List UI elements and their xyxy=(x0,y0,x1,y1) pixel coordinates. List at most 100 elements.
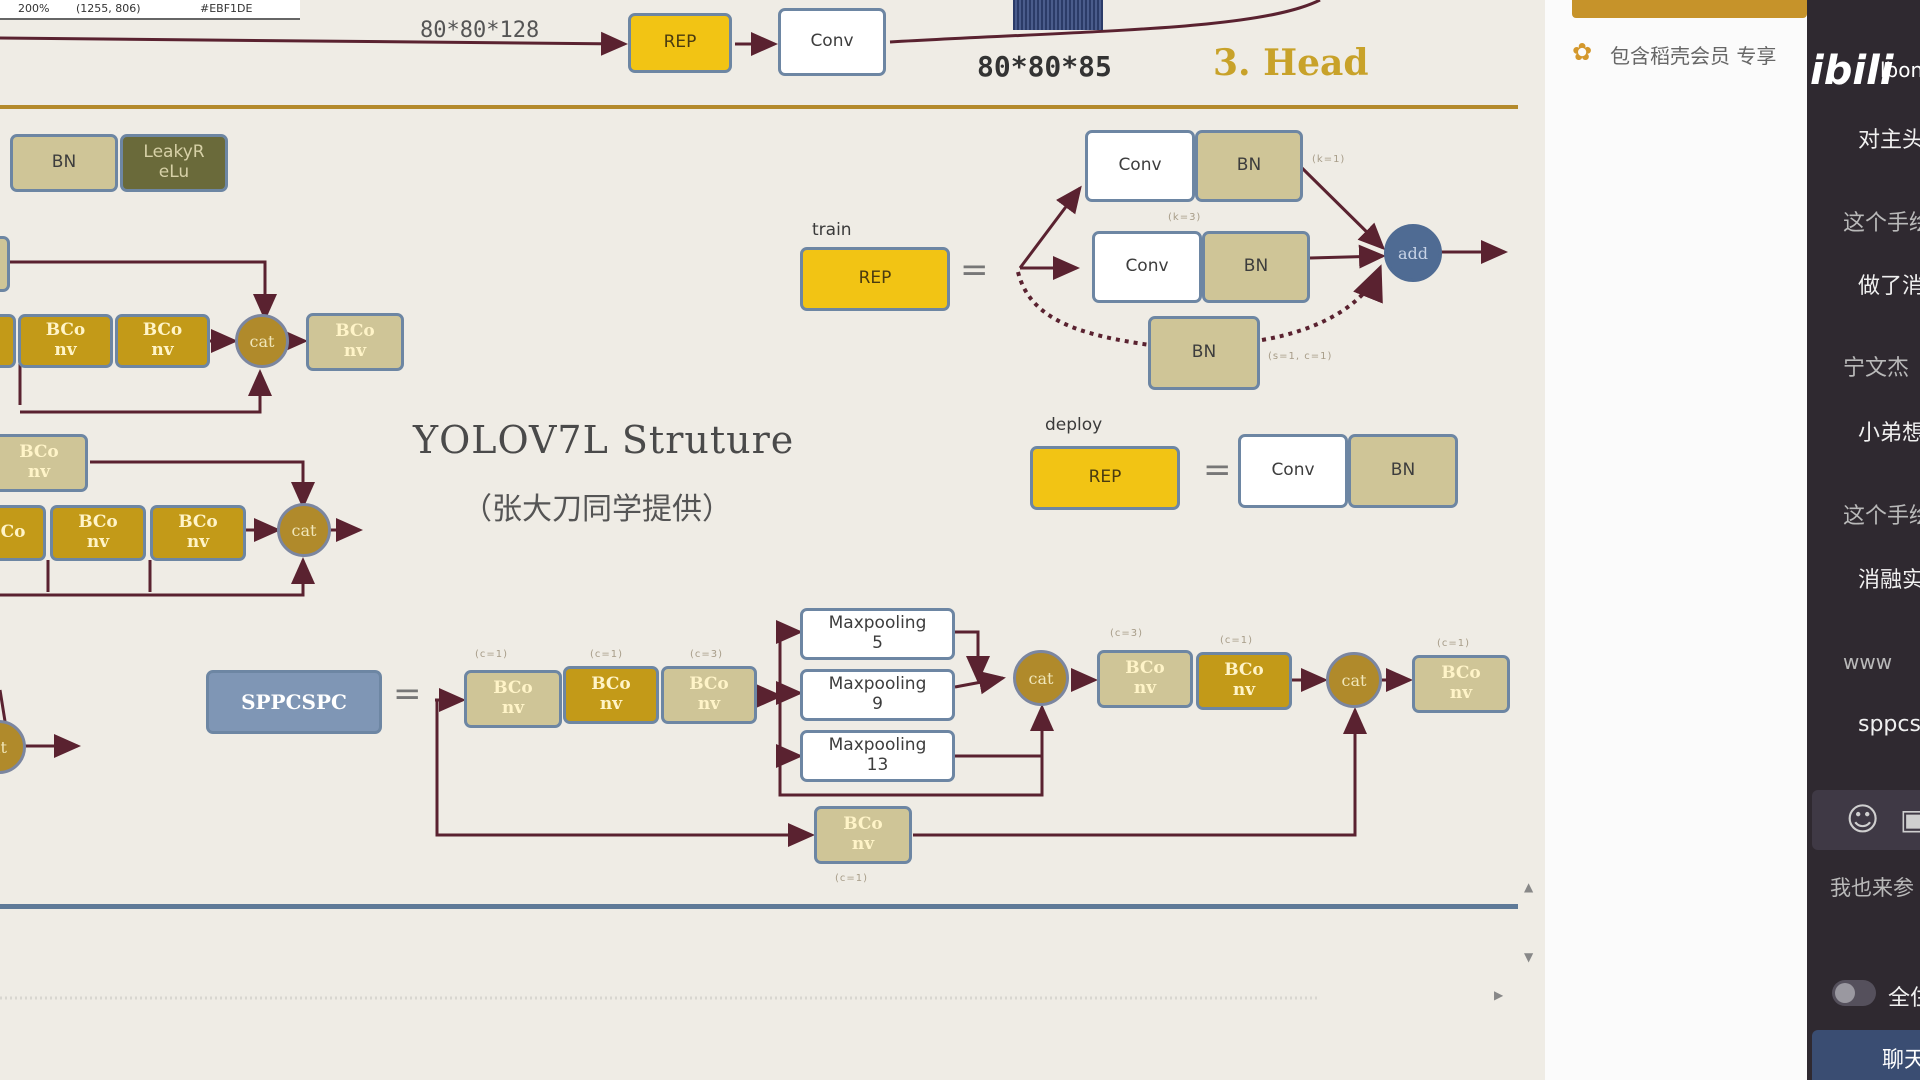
bconv-label-top: BCo xyxy=(45,320,86,341)
bconv-label-top: BCo xyxy=(843,814,883,835)
bconv-label-top: BCo xyxy=(1224,660,1264,681)
maxpool-label: Maxpooling xyxy=(828,674,927,695)
maxpool-kernel: 9 xyxy=(872,694,883,714)
image-icon[interactable]: ▣ xyxy=(1900,803,1920,836)
note-k1: (k=1) xyxy=(1312,154,1346,165)
note-c3: (c=3) xyxy=(1110,628,1144,639)
bconv-label-bottom: nv xyxy=(851,834,875,854)
deploy-label: deploy xyxy=(1045,415,1103,435)
bilibili-logo: ibili xyxy=(1810,48,1894,94)
scroll-down-icon[interactable]: ▼ xyxy=(1524,950,1534,964)
bconv-label-bottom: nv xyxy=(27,462,51,482)
bconv-label-bottom: nv xyxy=(86,532,110,552)
conv-box: Conv xyxy=(1085,130,1195,202)
cat-node: cat xyxy=(1326,652,1382,708)
deploy-equals: = xyxy=(1203,450,1232,490)
note-c1: (c=1) xyxy=(835,873,869,884)
head-section-title: 3. Head xyxy=(1213,42,1369,84)
bconv-label-bottom: nv xyxy=(54,340,77,360)
document-margin xyxy=(1545,0,1807,1080)
chat-button-label: 聊天 xyxy=(1882,1048,1920,1073)
bconv-label-top: BCo xyxy=(178,512,218,533)
note-c1: (c=1) xyxy=(1437,638,1471,649)
chat-message: sppcs xyxy=(1858,712,1920,737)
sppcspc-equals: = xyxy=(393,674,422,714)
vip-leaf-icon: ✿ xyxy=(1572,38,1593,66)
leaky-relu-line1: LeakyR xyxy=(143,142,205,163)
bconv-label-bottom: nv xyxy=(697,694,721,714)
bn-box: BN xyxy=(1202,231,1310,303)
bn-box-legend: BN xyxy=(10,134,118,192)
bconv-fragment xyxy=(0,314,16,368)
upgrade-banner[interactable] xyxy=(1572,0,1807,18)
partial-box-left xyxy=(0,236,10,292)
deploy-rep-box: REP xyxy=(1030,446,1180,510)
bconv-fragment-label: Co xyxy=(0,522,26,543)
bconv-label-bottom: nv xyxy=(151,340,174,360)
status-bar: 200% (1255, 806) #EBF1DE xyxy=(0,0,300,20)
chat-message: 消融实 xyxy=(1858,568,1920,593)
head-rep-box: REP xyxy=(628,13,732,73)
scroll-up-icon[interactable]: ▲ xyxy=(1524,880,1534,894)
chat-message: 小弟想 xyxy=(1858,421,1920,446)
bconv-label-bottom: nv xyxy=(501,698,525,718)
note-s1-c1: (s=1, c=1) xyxy=(1268,351,1333,362)
cat-node: cat xyxy=(1013,650,1069,706)
bconv-label-bottom: nv xyxy=(1232,680,1256,700)
connector-lines xyxy=(0,0,1518,1000)
chat-toolbar xyxy=(1812,790,1920,850)
toggle-knob xyxy=(1835,983,1855,1003)
chat-button[interactable]: 聊天 xyxy=(1812,1030,1920,1080)
chat-message: 对主头 xyxy=(1858,128,1920,153)
bconv-label-top: BCo xyxy=(19,442,59,463)
feature-map-thumb xyxy=(1013,0,1103,30)
emoji-icon[interactable]: ☺ xyxy=(1846,800,1880,838)
bconv-fragment: Co xyxy=(0,505,46,561)
color-hex: #EBF1DE xyxy=(200,2,253,15)
bconv-label-bottom: nv xyxy=(343,341,367,361)
train-equals: = xyxy=(960,250,989,290)
bn-box: BN xyxy=(1348,434,1458,508)
bn-box: BN xyxy=(1195,130,1303,202)
bconv-label-bottom: nv xyxy=(599,694,623,714)
note-c3: (c=3) xyxy=(690,649,724,660)
sppcspc-box: SPPCSPC xyxy=(206,670,382,734)
note-k3: (k=3) xyxy=(1168,212,1202,223)
bconv-label-bottom: nv xyxy=(186,532,210,552)
join-prompt: 我也来参 xyxy=(1830,876,1914,900)
chat-message: 宁文杰 xyxy=(1843,356,1910,381)
chat-message: 做了消 xyxy=(1858,274,1920,299)
zoom-level: 200% xyxy=(18,2,50,15)
live-chat-panel xyxy=(1807,0,1920,1080)
diagram-subtitle: （张大刀同学提供） xyxy=(462,492,732,527)
leaky-relu-box: LeakyR eLu xyxy=(120,134,228,192)
conv-box: Conv xyxy=(1238,434,1348,508)
bconv-label-top: BCo xyxy=(1441,663,1481,684)
maxpool-label: Maxpooling xyxy=(828,735,927,756)
danmaku-toggle[interactable] xyxy=(1832,980,1876,1006)
chat-message: www xyxy=(1843,650,1893,674)
maxpool-label: Maxpooling xyxy=(828,613,927,634)
scroll-right-icon[interactable]: ▶ xyxy=(1494,988,1504,1002)
cursor-coords: (1255, 806) xyxy=(76,2,141,15)
conv-box: Conv xyxy=(1092,231,1202,303)
bn-box: BN xyxy=(1148,316,1260,390)
note-c1: (c=1) xyxy=(475,649,509,660)
bconv-label-top: BCo xyxy=(142,320,183,341)
upgrade-text[interactable]: 包含稻壳会员 专享 xyxy=(1610,44,1777,68)
add-node: add xyxy=(1384,224,1442,282)
cat-node: cat xyxy=(235,314,289,368)
diagram-title: YOLOV7L Struture xyxy=(413,418,795,462)
bconv-label-top: BCo xyxy=(1125,658,1165,679)
